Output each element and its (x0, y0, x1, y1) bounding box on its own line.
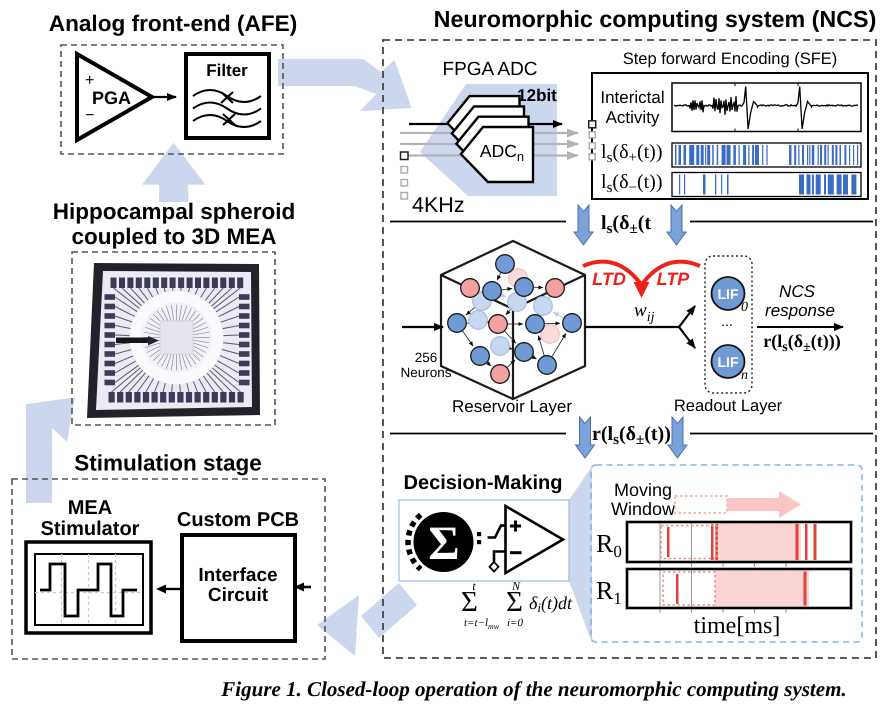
svg-text:NCS: NCS (779, 282, 816, 301)
svg-text:coupled to 3D MEA: coupled to 3D MEA (71, 224, 276, 249)
svg-text:LIF: LIF (718, 286, 739, 302)
svg-text:r(ls(δ±(t)): r(ls(δ±(t)) (592, 423, 671, 448)
svg-text:N: N (511, 579, 521, 593)
svg-text:n: n (741, 368, 748, 383)
svg-text:Σ: Σ (506, 586, 523, 618)
svg-text:t: t (472, 579, 476, 593)
svg-text:Circuit: Circuit (208, 585, 269, 606)
svg-text:Stimulator: Stimulator (41, 518, 140, 540)
svg-text:Stimulation stage: Stimulation stage (74, 451, 262, 476)
svg-text:0: 0 (741, 300, 748, 315)
svg-text:δi(t)dt: δi(t)dt (529, 593, 573, 615)
svg-text:t=t−l: t=t−l (464, 617, 488, 629)
svg-text:Reservoir Layer: Reservoir Layer (452, 397, 572, 416)
svg-text:Step forward Encoding (SFE): Step forward Encoding (SFE) (623, 50, 838, 68)
svg-text:ADCn: ADCn (480, 141, 524, 164)
svg-text:Moving: Moving (614, 480, 672, 500)
svg-text:MEA: MEA (68, 497, 112, 519)
svg-text:Neurons: Neurons (400, 365, 451, 380)
svg-text:LIF: LIF (718, 354, 739, 370)
svg-text:LTP: LTP (657, 269, 691, 289)
svg-text:mw: mw (488, 622, 500, 631)
svg-text:4KHz: 4KHz (412, 193, 465, 217)
svg-text:response: response (765, 301, 835, 320)
svg-text:Interictal: Interictal (600, 88, 664, 107)
svg-text:PGA: PGA (92, 88, 131, 108)
svg-text:Neuromorphic computing system: Neuromorphic computing system (NCS) (434, 6, 877, 32)
svg-text:time[ms]: time[ms] (694, 613, 781, 639)
svg-text:Interface: Interface (198, 565, 277, 586)
svg-text:FPGA ADC: FPGA ADC (442, 59, 537, 80)
svg-text:Figure 1. Closed-loop operatio: Figure 1. Closed-loop operation of the n… (220, 677, 846, 701)
svg-text:LTD: LTD (592, 269, 626, 289)
svg-text:−: − (85, 107, 94, 124)
svg-text:12bit: 12bit (517, 86, 557, 105)
svg-text:+: + (85, 72, 94, 89)
svg-text:Σ: Σ (428, 517, 459, 570)
svg-text:...: ... (721, 313, 733, 329)
svg-text:256: 256 (415, 350, 438, 365)
svg-text:Decision-Making: Decision-Making (404, 472, 563, 494)
svg-text:Readout Layer: Readout Layer (674, 397, 783, 415)
svg-text:Hippocampal spheroid: Hippocampal spheroid (53, 199, 296, 224)
svg-text:Analog front-end (AFE): Analog front-end (AFE) (49, 11, 298, 36)
svg-text:Custom PCB: Custom PCB (177, 509, 299, 531)
svg-text:Filter: Filter (206, 61, 248, 80)
svg-text:Σ: Σ (461, 586, 478, 618)
svg-text:Window: Window (611, 499, 676, 519)
svg-text:i=0: i=0 (507, 617, 523, 629)
svg-text:Activity: Activity (606, 108, 660, 127)
svg-text:ls(δ±(t: ls(δ±(t (601, 212, 651, 237)
